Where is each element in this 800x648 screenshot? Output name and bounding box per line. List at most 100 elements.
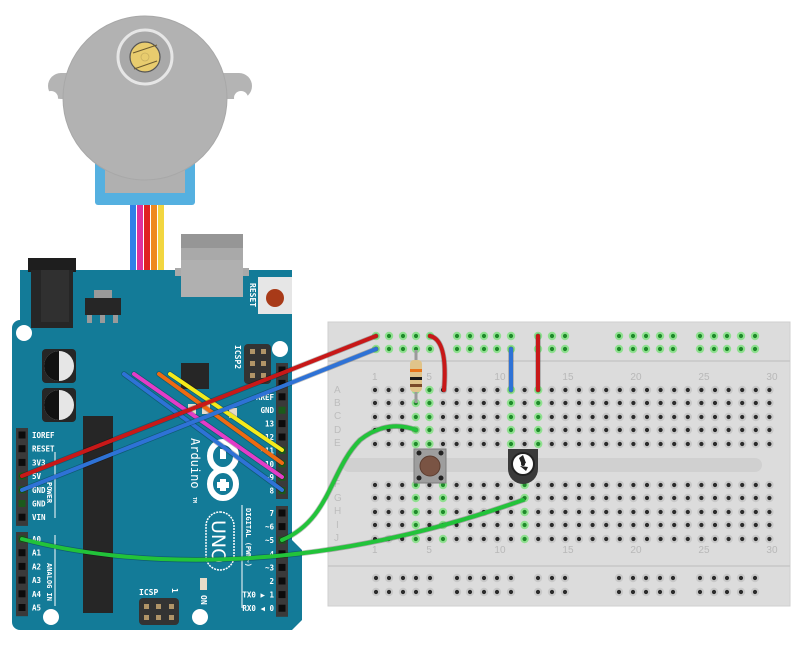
hole-center	[549, 575, 555, 581]
hole-center	[562, 575, 568, 581]
hole-center	[563, 414, 568, 420]
hole-center	[644, 509, 650, 515]
hole-center	[481, 495, 486, 501]
wire-motor-pink-to-9[interactable]	[132, 372, 284, 479]
wire-motor-blue-to-8[interactable]	[122, 372, 284, 492]
wire-pin5-to-button[interactable]	[280, 424, 418, 542]
header-pin[interactable]	[18, 458, 26, 466]
wires	[19, 333, 541, 563]
center-channel	[342, 458, 762, 472]
logo-plus-h	[217, 482, 229, 488]
pin-label: 12	[265, 433, 274, 442]
hole-center	[699, 414, 704, 420]
wire-motor-yellow-to-11[interactable]	[168, 372, 284, 452]
hole-center	[685, 495, 690, 501]
potentiometer[interactable]	[508, 449, 538, 484]
hole-center	[590, 414, 595, 420]
header-pin[interactable]	[18, 500, 26, 507]
hole-center	[372, 522, 378, 528]
hole-center	[617, 414, 622, 420]
header-pin[interactable]	[278, 366, 286, 374]
logo-minus	[220, 449, 226, 459]
header-pin[interactable]	[18, 562, 26, 570]
hole-center	[726, 495, 731, 501]
hole-center	[576, 495, 582, 501]
hole-center	[413, 589, 419, 595]
wire-rail-to-col5[interactable]	[428, 334, 447, 392]
pin-labels: IOREFRESET3V35VGNDGNDVINA0A1A2A3A4A5AREF…	[32, 393, 274, 613]
hole-center	[481, 522, 486, 528]
header-pin[interactable]	[278, 406, 286, 414]
hole-center	[413, 536, 418, 542]
header-pin[interactable]	[278, 509, 286, 517]
hole-center	[644, 522, 650, 528]
hole-center	[672, 509, 677, 515]
pin-label: GND	[32, 500, 46, 509]
pushbutton[interactable]	[413, 448, 447, 484]
hole-center	[576, 441, 582, 447]
hole-center	[372, 482, 378, 488]
wire-motor-orange-to-10[interactable]	[157, 372, 284, 465]
header-pin[interactable]	[278, 591, 286, 599]
hole-center	[536, 482, 541, 488]
column-label: 5	[426, 372, 432, 383]
hole-center	[386, 400, 391, 406]
hole-center	[386, 589, 392, 595]
hole-center	[753, 414, 758, 420]
hole-center	[413, 414, 418, 420]
hole-center	[753, 441, 758, 447]
wire-gnd-to-rail[interactable]	[20, 347, 378, 492]
pushbutton-cap[interactable]	[419, 455, 441, 477]
header-pin[interactable]	[18, 445, 26, 453]
header-pin[interactable]	[278, 393, 286, 401]
row-label: H	[334, 506, 341, 517]
shaft-center	[140, 52, 150, 62]
pin-label: A1	[32, 549, 42, 558]
hole-center	[536, 400, 541, 406]
hole-center	[481, 589, 487, 595]
hole-center	[372, 509, 378, 515]
hole-center	[549, 427, 554, 433]
header-pin[interactable]	[18, 576, 26, 584]
header-pin[interactable]	[278, 523, 286, 531]
hole-center	[699, 536, 704, 542]
pin-label: RX0 ◀ 0	[242, 604, 274, 613]
header-pin[interactable]	[18, 590, 26, 598]
header-pin[interactable]	[278, 433, 286, 441]
hole-center	[454, 427, 459, 433]
header-pin[interactable]	[278, 604, 286, 612]
reset-button[interactable]	[258, 277, 292, 314]
hole-center	[685, 509, 690, 515]
hole-center	[454, 509, 459, 515]
hole-center	[536, 414, 541, 420]
hole-center	[604, 536, 609, 542]
header-pin[interactable]	[18, 513, 26, 521]
header-pin[interactable]	[278, 420, 286, 428]
header-pin[interactable]	[18, 431, 26, 439]
shaft-flat-line	[133, 60, 158, 70]
stepper-motor	[44, 15, 252, 205]
header-pin[interactable]	[278, 563, 286, 571]
hole-center	[495, 387, 500, 393]
hole-center	[630, 589, 636, 595]
hole-center	[672, 427, 677, 433]
wire-a0-to-pot[interactable]	[20, 498, 525, 562]
header-pin[interactable]	[278, 577, 286, 585]
hole-center	[536, 441, 541, 447]
hole-center	[481, 536, 486, 542]
usb-tab	[175, 268, 181, 276]
header-pin[interactable]	[18, 604, 26, 611]
hole-center	[631, 536, 636, 542]
pin-label: ~9	[265, 473, 275, 482]
hole-center	[481, 400, 486, 406]
wire-5v-to-rail[interactable]	[20, 334, 378, 478]
header-pin[interactable]	[18, 549, 26, 557]
hole-center	[468, 509, 473, 515]
hole-center	[386, 387, 391, 393]
hole-center	[617, 522, 622, 528]
hole-center	[617, 495, 622, 501]
hole-center	[685, 387, 690, 393]
header-pin[interactable]	[278, 379, 286, 387]
hole-center	[440, 536, 446, 542]
hole-center	[400, 414, 405, 420]
